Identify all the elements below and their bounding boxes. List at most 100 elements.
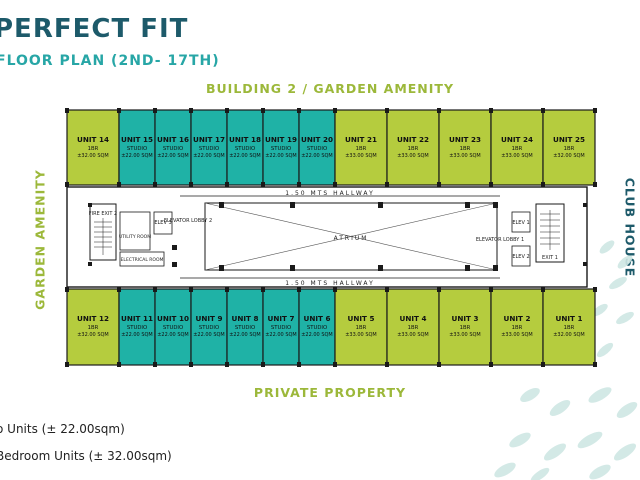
unit-type: 1BR [512,325,523,331]
column-marker [117,287,121,292]
atrium-cross-b [204,202,498,271]
unit-fill [490,288,544,366]
column-marker [385,287,389,292]
unit-name: UNIT 4 [400,314,427,323]
unit-fill [226,288,264,366]
unit-name: UNIT 14 [77,135,109,144]
unit-type: 1BR [460,146,471,152]
unit-type: STUDIO [163,325,183,331]
unit-name: UNIT 21 [345,135,377,144]
unit-name: UNIT 3 [452,314,479,323]
unit-area: ±32.00 SQM [553,153,585,159]
column-marker [333,362,337,367]
column-marker [333,108,337,113]
unit-fill [438,288,492,366]
unit-area: ±22.00 SQM [265,153,297,159]
column-marker [489,362,493,367]
legend-1br: Bedroom Units (± 32.00sqm) [0,449,172,463]
unit-name: UNIT 1 [556,314,583,323]
unit-fill [334,109,388,186]
unit-name: UNIT 16 [157,135,189,144]
unit-fill [490,109,544,186]
column-marker [489,108,493,113]
unit-cell-unit-4: UNIT 4 1BR±33.00 SQM [385,287,441,367]
unit-name: UNIT 10 [157,314,189,323]
unit-name: UNIT 7 [268,314,295,323]
unit-fill [118,109,156,186]
unit-name: UNIT 8 [232,314,259,323]
column-marker [541,287,545,292]
unit-type: 1BR [88,325,99,331]
unit-area: ±33.00 SQM [449,153,481,159]
atrium-label: ATRIUM [334,235,369,242]
unit-type: STUDIO [235,146,255,152]
column-marker [153,108,157,113]
column-marker [225,108,229,113]
column-marker [593,108,597,113]
unit-area: ±22.00 SQM [121,332,153,338]
atrium-outline [204,202,498,271]
column-marker [489,182,493,187]
unit-type: 1BR [408,325,419,331]
unit-fill [66,109,120,186]
column-marker [489,287,493,292]
unit-type: STUDIO [199,146,219,152]
unit-type: STUDIO [235,325,255,331]
column-marker [153,287,157,292]
column-marker [333,287,337,292]
column-marker [261,362,265,367]
unit-area: ±32.00 SQM [77,332,109,338]
column-marker [541,182,545,187]
unit-fill [386,109,440,186]
hallway-top-label: 1.50 MTS HALLWAY [285,190,374,197]
column-marker [261,182,265,187]
column-marker [117,182,121,187]
column-marker [189,108,193,113]
unit-name: UNIT 2 [504,314,531,323]
unit-fill [542,288,596,366]
column-marker [189,362,193,367]
unit-name: UNIT 22 [397,135,429,144]
unit-type: STUDIO [163,146,183,152]
column-marker [189,287,193,292]
elev3-label: ELEV 3 [154,220,171,226]
unit-name: UNIT 20 [301,135,333,144]
elevator-lobby-1-label: ELEVATOR LOBBY 1 [476,237,524,243]
column-marker [117,108,121,113]
column-marker [297,182,301,187]
page-title: PERFECT FIT [0,14,189,44]
column-marker [593,362,597,367]
column-marker [593,182,597,187]
unit-area: ±33.00 SQM [449,332,481,338]
column-marker [65,287,69,292]
right-core: ELEV 1 ELEV 2 ELEVATOR LOBBY 1 EXIT 1 [476,202,587,271]
column-marker [333,182,337,187]
column-marker [541,108,545,113]
unit-type: 1BR [88,146,99,152]
unit-name: UNIT 25 [553,135,585,144]
label-bottom: PRIVATE PROPERTY [253,385,407,400]
unit-fill [66,288,120,366]
column-marker [153,362,157,367]
unit-type: 1BR [356,325,367,331]
page-subtitle: FLOOR PLAN (2ND- 17TH) [0,53,220,69]
unit-type: 1BR [460,325,471,331]
hallway-bottom-label: 1.50 MTS HALLWAY [285,280,374,287]
fire-exit-stair [89,203,117,261]
elevator-3 [153,211,173,235]
unit-area: ±33.00 SQM [397,332,429,338]
atrium-columns [219,202,470,271]
corridor-block: 1.50 MTS HALLWAY 1.50 MTS HALLWAY ATRIUM… [66,186,588,288]
